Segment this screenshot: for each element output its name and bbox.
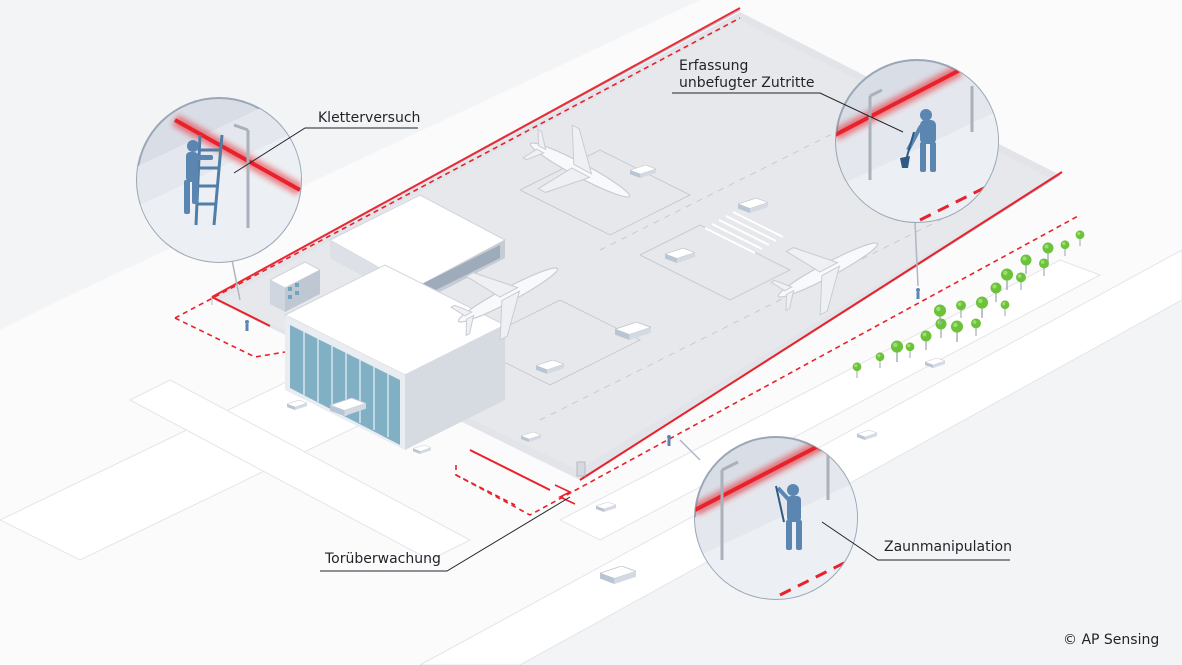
- ladder-icon: [194, 134, 224, 226]
- person-cutting-icon: [775, 484, 802, 550]
- terminal: [268, 261, 507, 450]
- label-zaunmanipulation: Zaunmanipulation: [884, 539, 1012, 555]
- person-digging-icon: [900, 109, 936, 172]
- zebra-crossing: [704, 211, 784, 254]
- callout-zaunmanipulation: [694, 436, 858, 600]
- callout-pointers: [231, 221, 919, 461]
- label-erfassung-line1: Erfassung: [679, 58, 749, 74]
- buried-sensor-cable: [174, 17, 1081, 516]
- gate: [554, 461, 586, 505]
- label-torueberwachung: Torüberwachung: [325, 551, 441, 567]
- label-erfassung: Erfassung unbefugter Zutritte: [679, 58, 814, 92]
- perimeter-people: [245, 288, 920, 446]
- leader-lines: [233, 92, 1010, 572]
- copyright-notice: © AP Sensing: [1063, 632, 1160, 648]
- label-erfassung-line2: unbefugter Zutritte: [679, 75, 815, 91]
- person-climbing-icon: [184, 140, 213, 214]
- label-kletterversuch: Kletterversuch: [318, 110, 421, 126]
- fence-sensor-cable: [211, 7, 1063, 506]
- callout-erfassung: [835, 59, 999, 223]
